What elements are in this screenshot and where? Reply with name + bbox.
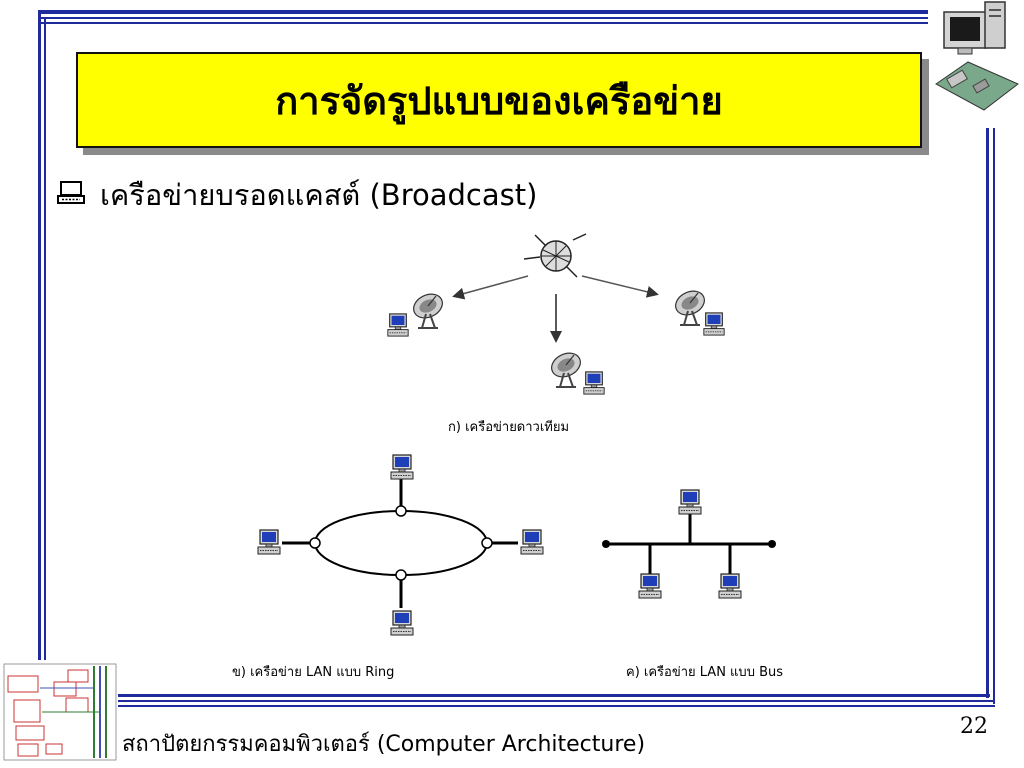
pc-bottom-icon (583, 371, 605, 395)
frame-left-line-2 (44, 17, 46, 660)
dish-right-icon (670, 287, 710, 326)
ring-node-left (309, 537, 321, 549)
ring-pc-top-icon (390, 454, 414, 480)
bullet-text: เครือข่ายบรอดแคสต์ (Broadcast) (100, 178, 538, 212)
desktop-computer-icon (935, 1, 1019, 111)
ring-pc-right-icon (520, 529, 544, 555)
bus-caption: ค) เครือข่าย LAN แบบ Bus (626, 665, 784, 680)
page-number: 22 (960, 714, 988, 739)
slide-title: การจัดรูปแบบของเครือข่าย (275, 78, 723, 123)
bus-pc-right-icon (718, 573, 742, 599)
frame-left-line-1 (38, 10, 41, 660)
frame-right-line-1 (986, 128, 989, 698)
pc-left-icon (387, 313, 409, 337)
satellite-icon (523, 233, 587, 278)
title-box: การจัดรูปแบบของเครือข่าย (76, 52, 922, 148)
ring-node-top (395, 505, 407, 517)
frame-top-line-1 (38, 10, 928, 14)
bus-pc-left-icon (638, 573, 662, 599)
frame-bottom-line-3 (118, 705, 995, 707)
pc-right-icon (703, 312, 725, 336)
ring-pc-bottom-icon (390, 610, 414, 636)
arrow-to-right-dish (581, 275, 659, 298)
ring-ellipse (314, 510, 488, 576)
dish-bottom-icon (546, 349, 586, 388)
frame-top-line-2 (38, 17, 928, 19)
frame-top-line-3 (38, 22, 928, 24)
computer-icon (56, 180, 86, 210)
ring-node-right (481, 537, 493, 549)
computer-system-diagram-icon (3, 663, 117, 761)
bus-terminator-right (768, 540, 776, 548)
frame-bottom-line-2 (118, 700, 995, 702)
ring-node-bottom (395, 569, 407, 581)
bullet-row: เครือข่ายบรอดแคสต์ (Broadcast) (56, 172, 537, 218)
frame-right-line-2 (993, 128, 995, 704)
footer-text: สถาปัตยกรรมคอมพิวเตอร์ (Computer Archite… (122, 732, 646, 757)
satellite-caption: ก) เครือข่ายดาวเทียม (448, 420, 570, 435)
ring-caption: ข) เครือข่าย LAN แบบ Ring (232, 665, 395, 680)
bus-terminator-left (602, 540, 610, 548)
arrow-to-left-dish (452, 275, 529, 300)
frame-bottom-line-1 (118, 694, 990, 697)
bus-pc-top-icon (678, 489, 702, 515)
ring-pc-left-icon (257, 529, 281, 555)
dish-left-icon (408, 290, 448, 329)
